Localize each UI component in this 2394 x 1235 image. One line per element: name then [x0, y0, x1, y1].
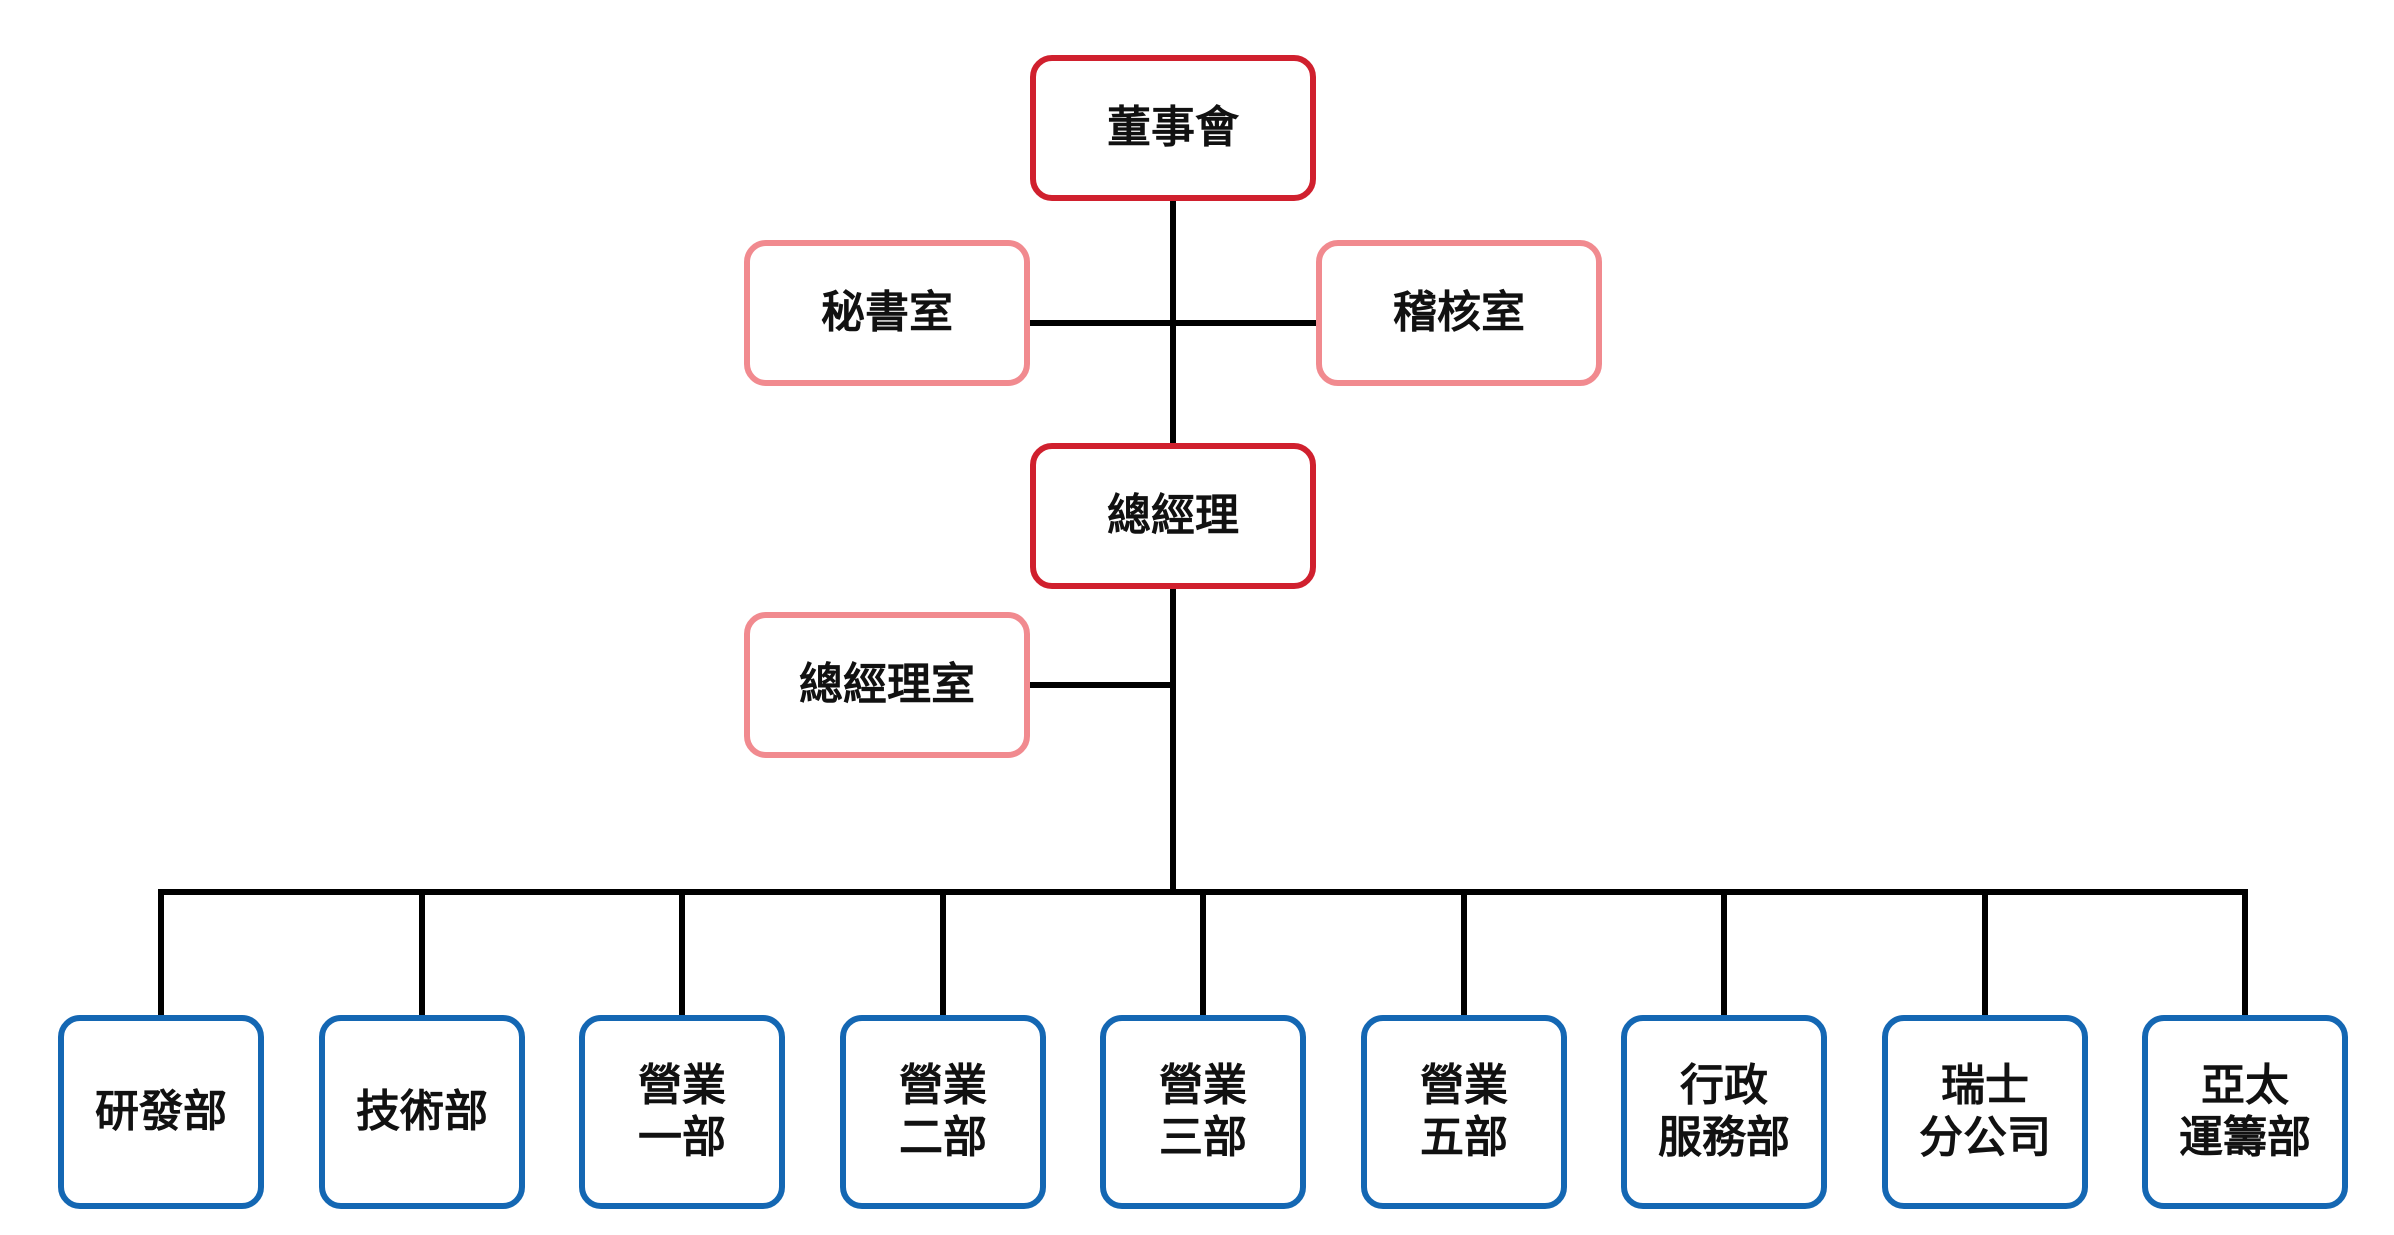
- department-box[interactable]: 營業一部: [579, 1015, 785, 1209]
- secretary-office-box[interactable]: 秘書室: [744, 240, 1030, 386]
- general-manager-box[interactable]: 總經理: [1030, 443, 1316, 589]
- audit-office-box[interactable]: 稽核室: [1316, 240, 1602, 386]
- secretary-office-label: 秘書室: [821, 287, 953, 339]
- department-label-line: 營業: [638, 1060, 726, 1112]
- department-label-line: 行政: [1680, 1060, 1768, 1112]
- department-label-line: 二部: [899, 1112, 987, 1163]
- department-box[interactable]: 營業二部: [840, 1015, 1046, 1209]
- department-box[interactable]: 瑞士分公司: [1882, 1015, 2088, 1209]
- department-label-line: 分公司: [1919, 1112, 2051, 1163]
- audit-office-label: 稽核室: [1393, 287, 1525, 339]
- department-label-line: 營業: [899, 1060, 987, 1112]
- department-label-line: 營業: [1159, 1060, 1247, 1112]
- general-manager-label: 總經理: [1107, 490, 1239, 542]
- board-box[interactable]: 董事會: [1030, 55, 1316, 201]
- board-label: 董事會: [1107, 102, 1239, 154]
- department-label-line: 運籌部: [2179, 1112, 2311, 1163]
- department-label-line: 亞太: [2201, 1060, 2289, 1112]
- department-label-line: 研發部: [95, 1086, 227, 1138]
- department-box[interactable]: 技術部: [319, 1015, 525, 1209]
- department-label-line: 技術部: [356, 1086, 488, 1138]
- gm-office-label: 總經理室: [799, 659, 975, 711]
- department-drop-lines: [158, 889, 2248, 1018]
- department-label-line: 五部: [1420, 1112, 1508, 1163]
- department-label-line: 營業: [1420, 1060, 1508, 1112]
- department-box[interactable]: 亞太運籌部: [2142, 1015, 2348, 1209]
- department-box[interactable]: 營業三部: [1100, 1015, 1306, 1209]
- department-label-line: 服務部: [1658, 1112, 1790, 1163]
- gm-office-box[interactable]: 總經理室: [744, 612, 1030, 758]
- department-box[interactable]: 行政服務部: [1621, 1015, 1827, 1209]
- department-label-line: 一部: [638, 1112, 726, 1163]
- department-label-line: 瑞士: [1941, 1060, 2029, 1112]
- department-label-line: 三部: [1159, 1112, 1247, 1163]
- department-box[interactable]: 研發部: [58, 1015, 264, 1209]
- department-box[interactable]: 營業五部: [1361, 1015, 1567, 1209]
